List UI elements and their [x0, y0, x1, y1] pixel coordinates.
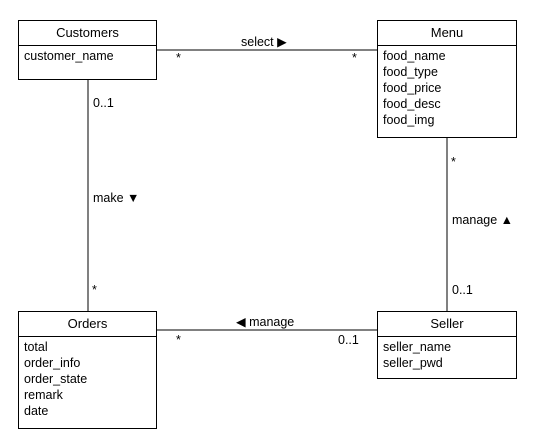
class-name: Menu: [378, 21, 516, 46]
manage-orders-multiplicity-left: *: [176, 333, 181, 347]
select-multiplicity-left: *: [176, 51, 181, 65]
manage-menu-multiplicity-top: *: [451, 155, 456, 169]
attribute: food_type: [383, 65, 438, 79]
manage-menu-label: manage ▲: [452, 213, 514, 227]
class-name: Orders: [19, 312, 156, 337]
make-multiplicity-top: 0..1: [93, 96, 114, 110]
attribute-list: total order_info order_state remark date: [19, 337, 156, 421]
attribute-list: seller_name seller_pwd: [378, 337, 516, 373]
attribute-list: food_name food_type food_price food_desc…: [378, 46, 516, 130]
attribute: food_img: [383, 113, 435, 127]
attribute: seller_pwd: [383, 356, 443, 370]
make-multiplicity-bottom: *: [92, 283, 97, 297]
select-label: select ▶: [241, 35, 287, 49]
class-name: Seller: [378, 312, 516, 337]
class-name: Customers: [19, 21, 156, 46]
class-orders[interactable]: Orders total order_info order_state rema…: [18, 311, 157, 429]
attribute: date: [24, 404, 49, 418]
attribute: total: [24, 340, 48, 354]
attribute: food_price: [383, 81, 442, 95]
class-customers[interactable]: Customers customer_name: [18, 20, 157, 80]
attribute: remark: [24, 388, 63, 402]
attribute: seller_name: [383, 340, 452, 354]
class-seller[interactable]: Seller seller_name seller_pwd: [377, 311, 517, 379]
make-label: make ▼: [93, 191, 140, 205]
manage-orders-multiplicity-right: 0..1: [338, 333, 359, 347]
manage-orders-label: ◀ manage: [236, 315, 295, 329]
select-multiplicity-right: *: [352, 51, 357, 65]
attribute: customer_name: [24, 49, 114, 63]
attribute: order_state: [24, 372, 88, 386]
class-menu[interactable]: Menu food_name food_type food_price food…: [377, 20, 517, 138]
manage-menu-multiplicity-bottom: 0..1: [452, 283, 473, 297]
attribute: food_name: [383, 49, 446, 63]
attribute: food_desc: [383, 97, 441, 111]
attribute: order_info: [24, 356, 81, 370]
attribute-list: customer_name: [19, 46, 156, 66]
